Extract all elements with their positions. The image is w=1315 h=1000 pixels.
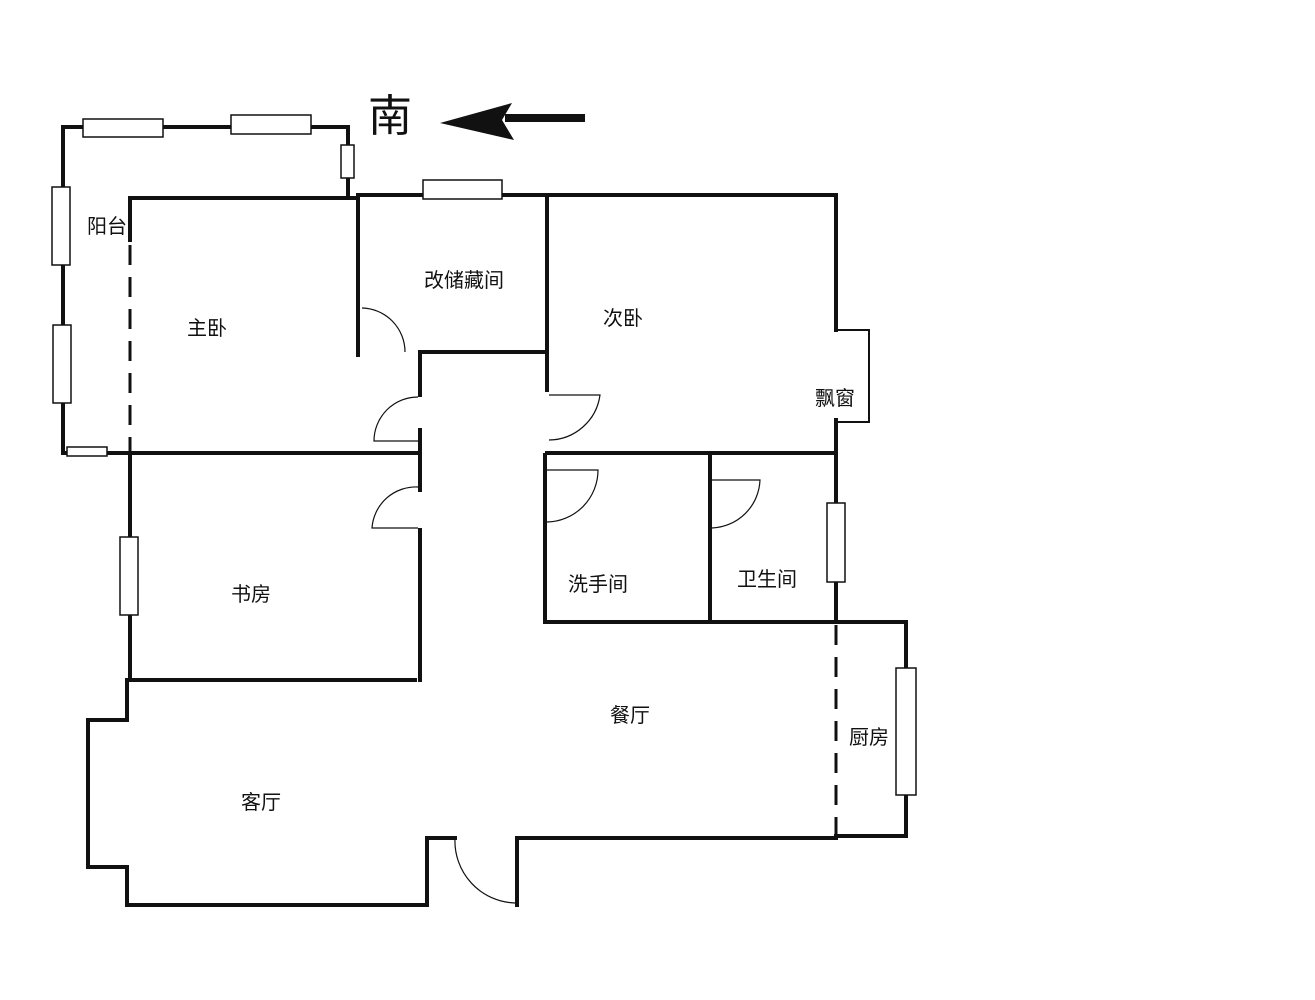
compass-label: 南 bbox=[368, 91, 412, 142]
room-label-second-bedroom: 次卧 bbox=[603, 306, 643, 330]
doors bbox=[361, 307, 761, 904]
room-label-master-bedroom: 主卧 bbox=[187, 316, 227, 340]
compass-arrow-icon bbox=[440, 103, 585, 140]
walls bbox=[61, 125, 908, 907]
room-label-study: 书房 bbox=[231, 582, 271, 606]
windows bbox=[51, 114, 917, 796]
room-label-washroom: 洗手间 bbox=[568, 572, 628, 596]
dashed-openings bbox=[128, 245, 838, 836]
room-label-dining: 餐厅 bbox=[610, 703, 650, 727]
room-label-kitchen: 厨房 bbox=[849, 725, 889, 749]
room-label-storage: 改储藏间 bbox=[424, 268, 504, 292]
room-label-living: 客厅 bbox=[241, 790, 281, 814]
room-label-balcony: 阳台 bbox=[87, 214, 127, 238]
room-label-bathroom: 卫生间 bbox=[737, 567, 797, 591]
room-label-bay-window: 飘窗 bbox=[815, 386, 855, 410]
